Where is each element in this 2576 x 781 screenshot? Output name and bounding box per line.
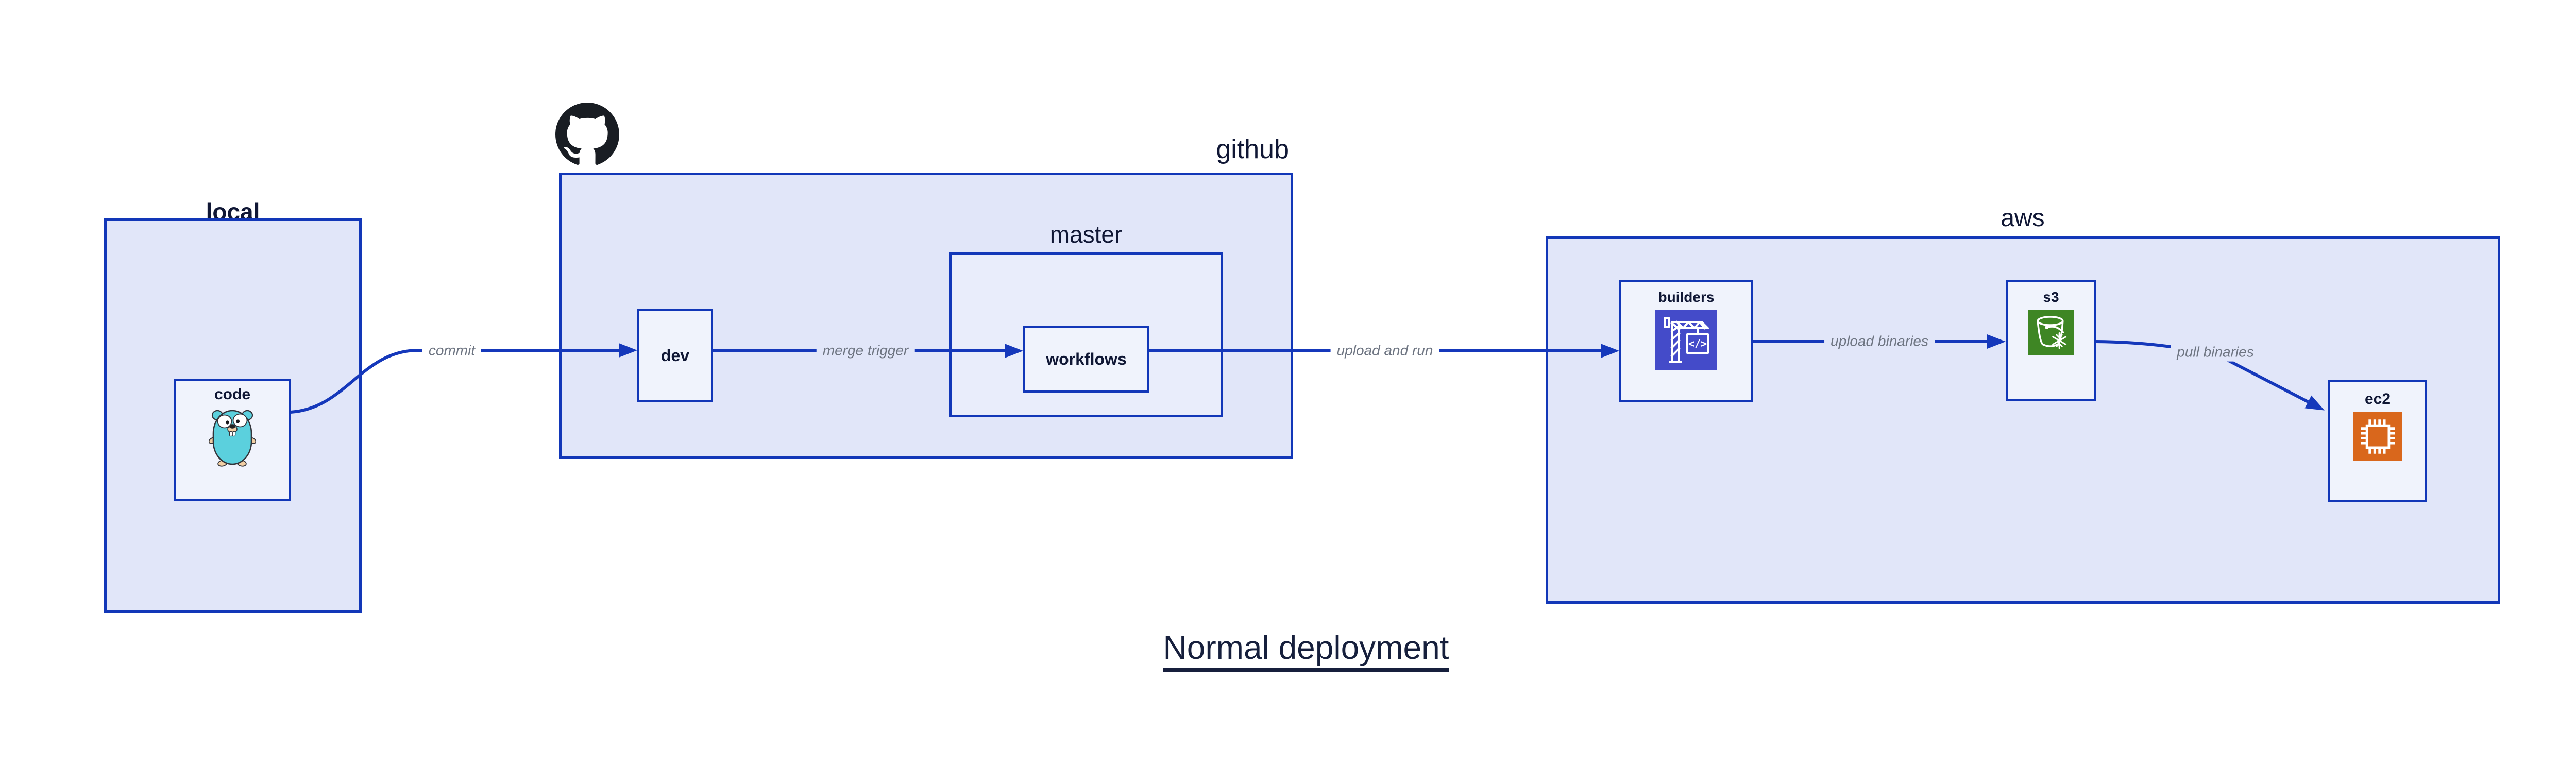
workflows-node: workflows xyxy=(1023,326,1149,393)
edge-pull-binaries-label: pull binaries xyxy=(2171,343,2260,362)
edge-commit-arrowhead xyxy=(619,343,637,358)
github-logo-icon xyxy=(555,103,619,165)
go-gopher-icon xyxy=(209,410,256,467)
aws-codebuild-icon: </> xyxy=(1655,310,1717,370)
dev-node-label: dev xyxy=(660,346,690,365)
edge-uploadbin-arrowhead xyxy=(1987,334,2006,349)
edge-merge-trigger-label: merge trigger xyxy=(816,342,915,360)
s3-node-label: s3 xyxy=(2043,289,2059,305)
dev-node: dev xyxy=(637,309,713,402)
edge-pullbin-arrowhead xyxy=(2304,395,2325,411)
master-container-label: master xyxy=(1049,221,1123,248)
code-node: code xyxy=(174,379,291,501)
edge-pullbin-line-diagonal xyxy=(2224,357,2309,403)
aws-s3-glacier-icon xyxy=(2028,310,2074,355)
edge-commit-label: commit xyxy=(422,342,482,360)
diagram-title: Normal deployment xyxy=(1128,629,1484,672)
builders-node: builders </> xyxy=(1619,280,1753,402)
github-container-label: github xyxy=(1216,134,1289,164)
svg-text:</>: </> xyxy=(1688,337,1707,350)
aws-ec2-chip-icon xyxy=(2353,412,2402,461)
builders-node-label: builders xyxy=(1658,289,1715,305)
code-node-label: code xyxy=(214,386,251,403)
diagram-title-text: Normal deployment xyxy=(1163,629,1449,672)
ec2-node: ec2 xyxy=(2328,380,2427,502)
edge-uploadrun-arrowhead xyxy=(1601,344,1619,358)
edge-merge-arrowhead xyxy=(1005,344,1023,358)
aws-container-label: aws xyxy=(2001,205,2045,232)
edge-upload-binaries-label: upload binaries xyxy=(1824,332,1935,351)
workflows-node-label: workflows xyxy=(1046,349,1127,368)
edge-upload-and-run-label: upload and run xyxy=(1330,342,1439,360)
edge-commit-line xyxy=(290,349,619,414)
s3-node: s3 xyxy=(2006,280,2096,401)
ec2-node-label: ec2 xyxy=(2364,390,2391,408)
